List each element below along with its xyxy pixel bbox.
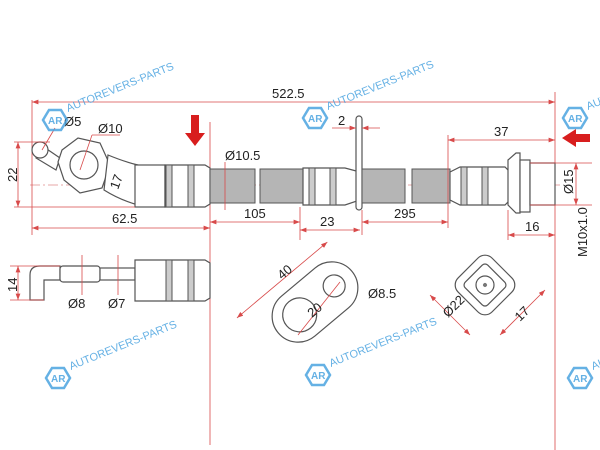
bracket-length-label: 40 bbox=[274, 262, 295, 283]
end-nut-length-label: 16 bbox=[525, 219, 539, 234]
bracket-thickness-label: 2 bbox=[338, 113, 345, 128]
banjo-height-label: 22 bbox=[5, 168, 20, 182]
hose bbox=[209, 115, 556, 214]
svg-text:AUTOREVERS-PARTS: AUTOREVERS-PARTS bbox=[585, 59, 600, 113]
hose-seg1-label: 105 bbox=[244, 206, 266, 221]
overall-length-label: 522.5 bbox=[272, 86, 305, 101]
end-diameter-label: Ø15 bbox=[561, 169, 576, 194]
banjo-fitting bbox=[31, 137, 211, 208]
svg-text:AUTOREVERS-PARTS: AUTOREVERS-PARTS bbox=[328, 316, 439, 370]
end-fitting-length-label: 37 bbox=[494, 124, 508, 139]
arrow-down-icon bbox=[185, 115, 205, 146]
svg-text:AUTOREVERS-PARTS: AUTOREVERS-PARTS bbox=[325, 59, 436, 113]
bracket-offset-label: 23 bbox=[320, 214, 334, 229]
hose-diameter-label: Ø10.5 bbox=[225, 148, 260, 163]
svg-text:AUTOREVERS-PARTS: AUTOREVERS-PARTS bbox=[590, 319, 600, 373]
bracket-plate bbox=[236, 241, 359, 343]
svg-text:AUTOREVERS-PARTS: AUTOREVERS-PARTS bbox=[65, 61, 176, 115]
arrow-left-icon bbox=[562, 129, 590, 147]
bracket-hole-label: Ø8.5 bbox=[368, 286, 396, 301]
svg-text:AUTOREVERS-PARTS: AUTOREVERS-PARTS bbox=[68, 319, 179, 373]
thread-label: M10x1.0 bbox=[575, 207, 590, 257]
elbow-height-label: 14 bbox=[5, 278, 20, 292]
hose-seg2-label: 295 bbox=[394, 206, 416, 221]
nut-width-label: 17 bbox=[512, 303, 533, 324]
elbow-fitting bbox=[29, 259, 211, 302]
elbow-d1-label: Ø8 bbox=[68, 296, 85, 311]
banjo-bore-label: Ø10 bbox=[98, 121, 123, 136]
banjo-hole-label: Ø5 bbox=[64, 114, 81, 129]
elbow-d2-label: Ø7 bbox=[108, 296, 125, 311]
banjo-width-label: 17 bbox=[107, 172, 126, 191]
banjo-to-fitting-label: 62.5 bbox=[112, 211, 137, 226]
